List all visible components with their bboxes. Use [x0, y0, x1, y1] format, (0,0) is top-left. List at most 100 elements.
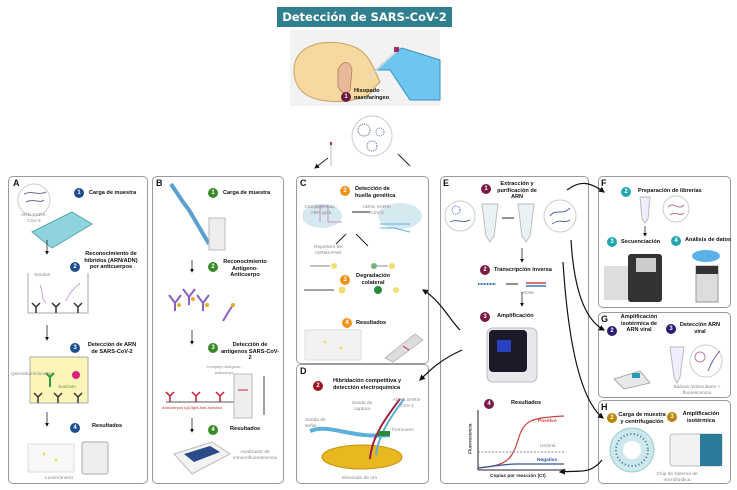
step-label: Hibridación competitiva y detección elec… — [333, 378, 402, 391]
sondas-label: Sondas — [34, 273, 51, 278]
step-badge: 2 — [480, 265, 490, 275]
step-badge: 1 — [481, 184, 491, 194]
pcr-threshold-label: Umbral — [540, 444, 556, 449]
sample-badge: 1 — [341, 92, 351, 102]
step-label: Detección de ARN de SARS-CoV-2 — [87, 342, 137, 355]
step-label: Análisis de datos — [685, 237, 732, 243]
ferroceno-label: Ferroceno — [392, 428, 414, 433]
step-label: Reconocimiento de híbridos (ARN/ADN) por… — [84, 251, 138, 271]
panel-letter: H — [601, 402, 608, 412]
complejo-label: Complejo Antígeno-anticuerpo — [206, 364, 242, 375]
electrode-illustration — [309, 398, 405, 470]
cas-label: Complejo Cas - ARN guía — [304, 205, 338, 216]
sample-label: Hisopado nasofaríngeo — [354, 88, 390, 101]
immunofluorescence-analyzer — [173, 441, 231, 475]
pcr-xlabel: Copias por reacción (Ct) — [490, 474, 546, 479]
extraction-illustration — [444, 199, 577, 243]
well-antibodies-illustration — [27, 273, 89, 314]
step-badge: 3 — [70, 343, 80, 353]
step-label: Resultados — [511, 400, 542, 406]
step-badge: 2 — [621, 187, 631, 197]
step-label: Degradación colateral — [356, 273, 390, 286]
adnc-label: ADNc SARS-CoV-2 — [392, 398, 422, 409]
step-badge: 4 — [70, 423, 80, 433]
step-label: Preparación de librerías — [638, 188, 702, 194]
chemiluminescence-well — [29, 356, 89, 404]
library-prep-illustration — [639, 195, 690, 224]
pcr-plot — [477, 410, 566, 471]
step-badge: 3 — [480, 312, 490, 322]
step-badge: 1 — [208, 188, 218, 198]
nasal-swab-illustration — [290, 30, 441, 106]
step-label: Resultados — [356, 320, 387, 326]
panel-letter: F — [601, 178, 607, 188]
step-label: Carga de muestra y centrifugación — [618, 412, 666, 425]
step-badge: 4 — [671, 236, 681, 246]
quimio-label: Quimioluminiscente — [11, 372, 53, 377]
well-plate-illustration — [17, 183, 93, 249]
sequencer-illustration — [604, 250, 720, 303]
step-label: Resultados — [230, 426, 261, 432]
step-badge: 3 — [340, 275, 350, 285]
adnc-label: ADNc — [522, 291, 535, 296]
panel-letter: C — [300, 178, 307, 188]
step-label: Carga de muestra — [223, 190, 271, 196]
step-label: Transcripción inversa — [494, 267, 552, 273]
step-badge: 4 — [208, 425, 218, 435]
step-label: Amplificación — [497, 313, 534, 319]
positive-curve — [477, 415, 565, 469]
crispr-results-illustration — [304, 329, 424, 363]
analizador-label: Analizador de inmunofluorescencia — [233, 450, 277, 461]
step-label: Carga de muestra — [89, 190, 137, 196]
panel-letter: B — [156, 178, 163, 188]
step-label: Resultados — [92, 423, 123, 429]
step-badge: 3 — [667, 412, 677, 422]
microfluidic-chip-illustration — [609, 427, 723, 473]
luminometer-illustration — [27, 441, 109, 475]
step-label: Amplificación isotérmica — [682, 411, 720, 424]
step-label: Extracción y purificación de ARN — [497, 181, 537, 201]
chip-label: Chip de sistema de microfluídica — [656, 472, 698, 483]
arn-label: ARN SARS-CoV-2 — [20, 213, 48, 224]
negative-curve — [477, 463, 564, 469]
electrodo-label: Electrodo de oro — [342, 476, 378, 481]
sustrato-label: Sustrato — [58, 385, 76, 390]
step-label: Secuenciación — [621, 239, 661, 245]
step-badge: 2 — [313, 381, 323, 391]
step-label: Reconocimiento Antígeno-Anticuerpo — [223, 259, 267, 279]
step-badge: 4 — [342, 318, 352, 328]
crispr-illustration — [302, 203, 422, 294]
pcr-machine-illustration — [486, 327, 538, 383]
step-badge: 4 — [484, 399, 494, 409]
step-badge: 2 — [340, 186, 350, 196]
step-badge: 3 — [666, 324, 676, 334]
reverse-transcription-illustration — [478, 282, 546, 287]
step-label: Amplificación isotérmica de ARN viral — [620, 314, 658, 334]
pcr-positive-label: Positivo — [538, 419, 557, 424]
senal-label: Sonda de señal — [305, 418, 326, 429]
lateral-flow-illustration — [165, 373, 265, 419]
anticuerpos-label: Anticuerpos IgG/IgM Anti-humano — [162, 405, 223, 410]
luminometer-label: Luminómetro — [45, 476, 73, 481]
step-label: Detección de huella genética — [355, 186, 396, 199]
figure-title: Detección de SARS-CoV-2 — [277, 7, 452, 27]
adnc-label: ADNc SARS-CoV-2 — [362, 205, 392, 216]
panel-letter: E — [443, 178, 450, 188]
antigen-antibody-illustration — [168, 288, 235, 322]
captura-label: Sonda de captura — [351, 401, 373, 412]
step-badge: 2 — [607, 326, 617, 336]
isothermal-device-illustration — [613, 344, 723, 390]
step-badge: 1 — [74, 188, 84, 198]
step-badge: 3 — [607, 237, 617, 247]
step-label: Detección ARN viral — [679, 322, 721, 335]
panel-letter: A — [13, 178, 20, 188]
swab-virus-zoom — [314, 115, 411, 169]
balizas-label: Balizas moleculares + fluorescencia — [673, 385, 721, 396]
panel-letter: D — [300, 366, 307, 376]
pcr-negative-label: Negativo — [537, 458, 558, 463]
step-badge: 2 — [70, 262, 80, 272]
panel-letter: G — [601, 314, 609, 324]
step-badge: 2 — [208, 262, 218, 272]
step-badge: 3 — [208, 343, 218, 353]
